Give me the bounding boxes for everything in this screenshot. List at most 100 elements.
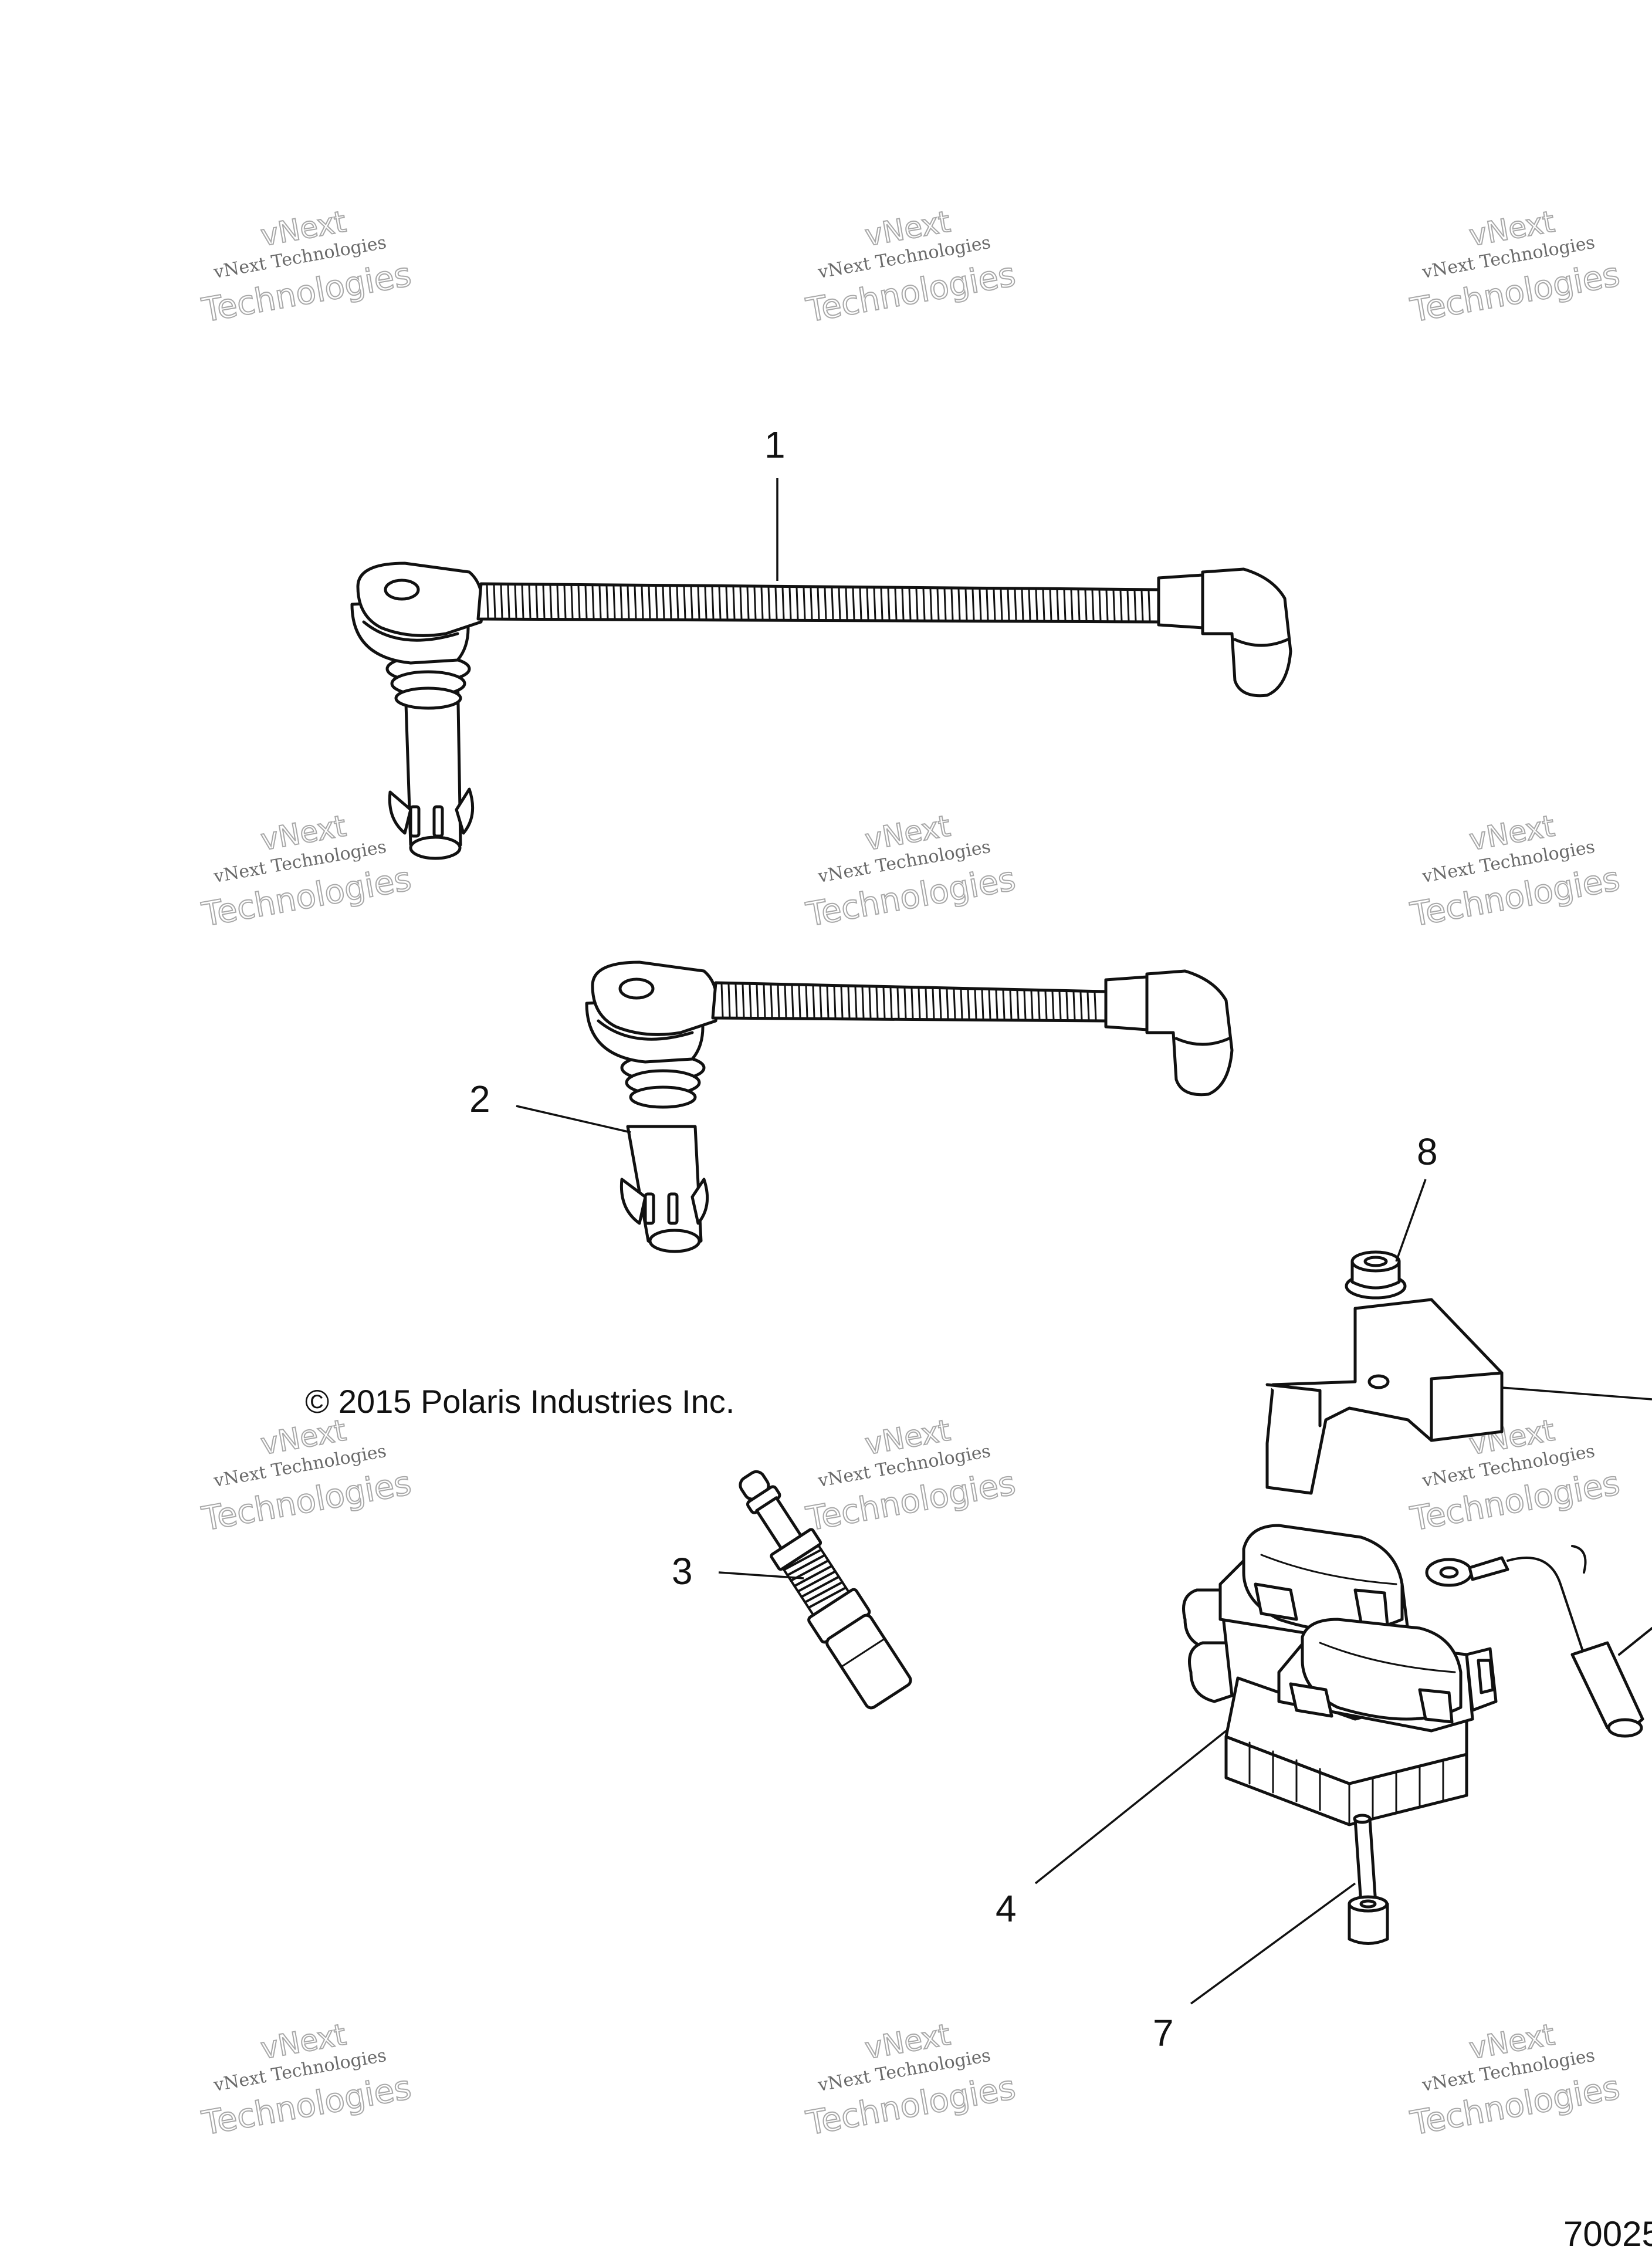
hose-rib xyxy=(1049,588,1052,621)
plug-thread xyxy=(804,1581,844,1604)
hose-rib xyxy=(908,587,912,621)
hose-rib xyxy=(946,988,949,1020)
hose-rib xyxy=(845,587,848,621)
hose-rib xyxy=(1042,588,1045,621)
hose-rib xyxy=(556,584,560,620)
hose-rib xyxy=(627,585,630,620)
hose-rib xyxy=(882,986,886,1019)
hose-rib xyxy=(866,587,869,621)
hose-rib xyxy=(739,586,743,620)
hose-rib xyxy=(1021,588,1024,621)
hose-rib xyxy=(697,586,700,620)
hose-rib xyxy=(749,983,752,1018)
hose-rib xyxy=(1063,589,1067,621)
hose-rib xyxy=(887,587,891,621)
hose-rib xyxy=(903,987,907,1019)
hose-rib xyxy=(732,586,736,620)
hose-rib xyxy=(591,585,595,620)
hose-rib xyxy=(598,585,602,620)
hose-rib xyxy=(570,584,574,620)
hose-rib xyxy=(986,588,989,621)
hose-rib xyxy=(690,586,693,620)
ignition-coil xyxy=(1182,1524,1498,1826)
watermark: vNext vNext Technologies Technologies xyxy=(1407,808,1623,935)
hose-rib xyxy=(1014,588,1017,621)
spark-plug xyxy=(739,1470,912,1710)
leader-7 xyxy=(1190,1882,1356,2005)
hose-rib xyxy=(760,586,764,620)
hose-rib xyxy=(1086,992,1090,1021)
hose-rib xyxy=(810,587,813,620)
plug-thread xyxy=(793,1564,833,1588)
ground-wire xyxy=(1425,1545,1652,1738)
hose-rib xyxy=(718,586,722,620)
hose-rib xyxy=(528,584,532,619)
callout-1: 1 xyxy=(764,424,786,466)
hose-rib xyxy=(1051,990,1055,1020)
hose-rib xyxy=(915,587,919,621)
hose-rib xyxy=(803,587,806,620)
hose-rib xyxy=(1007,588,1010,621)
hose-rib xyxy=(767,586,771,620)
hose-rib xyxy=(493,584,496,619)
hose-rib xyxy=(932,987,935,1020)
hose-rib xyxy=(943,588,947,621)
hose-rib xyxy=(953,988,956,1020)
callout-7: 7 xyxy=(1153,2012,1174,2054)
hose-rib xyxy=(1035,588,1038,621)
hose-rib xyxy=(979,588,982,621)
hose-rib xyxy=(734,983,738,1018)
leader-3 xyxy=(718,1571,804,1579)
hose-rib xyxy=(812,985,815,1019)
hose-rib xyxy=(1037,990,1041,1020)
plug-thread xyxy=(797,1570,837,1593)
hose-rib xyxy=(655,586,658,620)
hose-rib xyxy=(1070,589,1074,621)
hose-rib xyxy=(1147,590,1151,622)
hose-rib xyxy=(1112,589,1116,622)
hose-rib xyxy=(918,987,921,1020)
leader-2 xyxy=(516,1105,631,1134)
hose-rib xyxy=(971,588,975,621)
hose-rib xyxy=(742,983,745,1018)
hose-rib xyxy=(1077,589,1081,621)
hose-rib xyxy=(1065,991,1069,1021)
callout-4: 4 xyxy=(996,1887,1017,1930)
hose-rib xyxy=(662,586,665,620)
hose-rib xyxy=(1133,590,1137,622)
hose-rib xyxy=(981,989,984,1020)
hose-rib xyxy=(1126,590,1130,622)
watermark: vNext vNext Technologies Technologies xyxy=(1407,204,1623,330)
hose-rib xyxy=(683,586,686,620)
hose-rib xyxy=(1091,589,1095,622)
hose-rib xyxy=(838,587,841,621)
hose-rib xyxy=(788,587,792,620)
watermark: vNext vNext Technologies Technologies xyxy=(803,1412,1019,1539)
hose-rib xyxy=(805,985,808,1019)
hose-rib xyxy=(584,584,588,620)
hose-rib xyxy=(542,584,546,619)
hose-rib xyxy=(840,986,844,1019)
hose-rib xyxy=(831,587,834,621)
hose-rib xyxy=(833,985,837,1019)
watermark: vNext vNext Technologies Technologies xyxy=(803,2017,1019,2143)
drawing-number: 70025 xyxy=(1563,2214,1652,2253)
callouts: 1 2 3 4 7 8 xyxy=(469,424,1438,2054)
hose-rib xyxy=(791,985,794,1019)
hose-rib xyxy=(852,587,855,621)
copyright-notice: © 2015 Polaris Industries Inc. xyxy=(305,1383,734,1420)
watermark: vNext vNext Technologies Technologies xyxy=(1407,2017,1623,2143)
plug-thread xyxy=(800,1575,840,1598)
leader-8 xyxy=(1395,1179,1427,1262)
hose-rib xyxy=(770,984,773,1019)
hose-rib xyxy=(521,584,524,619)
hose-rib xyxy=(1009,989,1013,1020)
hose-rib xyxy=(620,585,623,620)
callout-8: 8 xyxy=(1417,1131,1438,1173)
hose-rib xyxy=(1072,991,1076,1021)
hose-rib xyxy=(1058,990,1062,1020)
hose-rib xyxy=(648,585,651,620)
hose-rib xyxy=(514,584,517,619)
hose-rib xyxy=(535,584,539,619)
